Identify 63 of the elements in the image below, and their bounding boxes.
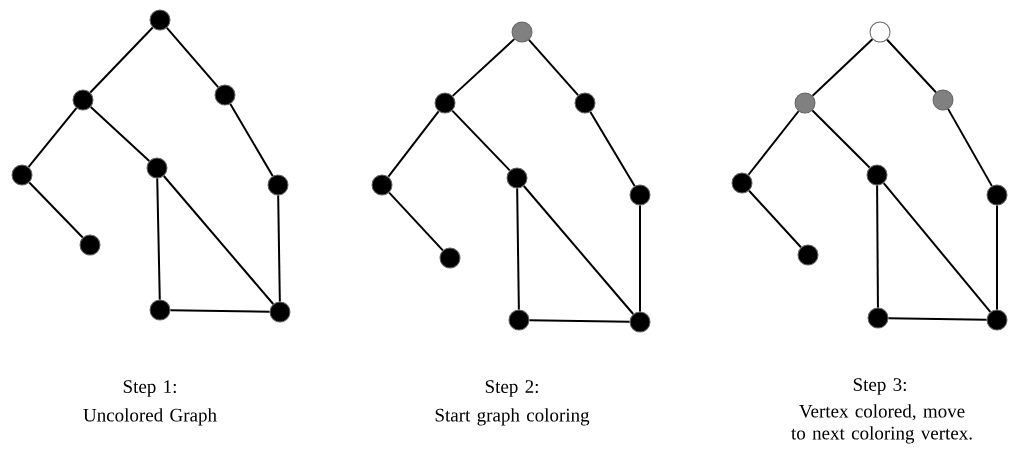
graph-edge (876, 184, 879, 309)
graph-edge (27, 107, 78, 168)
vertex-circle (72, 89, 94, 111)
graph-edge (886, 38, 937, 94)
vertex-circle (866, 164, 888, 186)
vertex-circle (867, 307, 889, 329)
vertex-circle (267, 174, 289, 196)
vertex-circle (149, 299, 171, 321)
vertex-circle (629, 311, 651, 333)
vertex-circle (146, 157, 168, 179)
vertex-circle (439, 247, 461, 269)
graph-edge (388, 191, 444, 252)
graph-edge (516, 187, 520, 311)
vertex-circle (79, 234, 101, 256)
caption-text: Vertex colored, move to next coloring vertex. (791, 404, 972, 444)
graph-edge (811, 109, 871, 169)
vertex-circle (797, 244, 819, 266)
vertex-circle (506, 167, 528, 189)
vertex-circle (371, 174, 393, 196)
graph-edge (528, 319, 631, 323)
vertex-circle (794, 92, 816, 114)
vertex-circle (629, 184, 651, 206)
vertex-circle (574, 92, 596, 114)
vertex-circle (11, 164, 33, 186)
vertex-circle (434, 92, 456, 114)
vertex-circle (986, 309, 1008, 331)
graph-edge (229, 103, 274, 177)
graph-edge (162, 175, 275, 305)
vertex-circle (214, 84, 236, 106)
vertex-circle (986, 184, 1008, 206)
vertex-circle (731, 172, 753, 194)
caption-text: Start graph coloring (435, 408, 590, 426)
vertex-circle (508, 309, 530, 331)
vertex-circle (511, 21, 533, 43)
graph-edge (451, 38, 516, 97)
graph-edge (451, 109, 511, 172)
graph-edge (387, 110, 440, 178)
graph-edge (522, 185, 635, 315)
graph-edge (528, 38, 580, 97)
vertex-circle (149, 9, 171, 31)
graph-edge (996, 204, 998, 311)
graph-edge (747, 110, 800, 176)
caption-text: Uncolored Graph (83, 408, 217, 426)
graph-edge (89, 26, 154, 94)
graph-edge (639, 204, 641, 313)
caption-text: Step 3: (853, 378, 906, 395)
caption-text: Step 2: (485, 380, 538, 397)
graph-edge (169, 309, 271, 313)
graph-edge (887, 317, 988, 321)
vertex-circle (869, 21, 891, 43)
graph-edge (156, 177, 161, 301)
graph-edge (89, 106, 151, 162)
caption-text: Step 1: (123, 380, 176, 397)
graph-edge (811, 38, 874, 97)
graph-edge (748, 189, 802, 249)
graph-edge (277, 194, 281, 303)
graph-edge (28, 181, 84, 239)
vertex-circle (932, 89, 954, 111)
graph-edge (882, 182, 992, 313)
vertex-circle (269, 301, 291, 323)
graph-edge (165, 26, 220, 89)
graph-edge (589, 111, 636, 187)
graph-edge (947, 108, 993, 187)
